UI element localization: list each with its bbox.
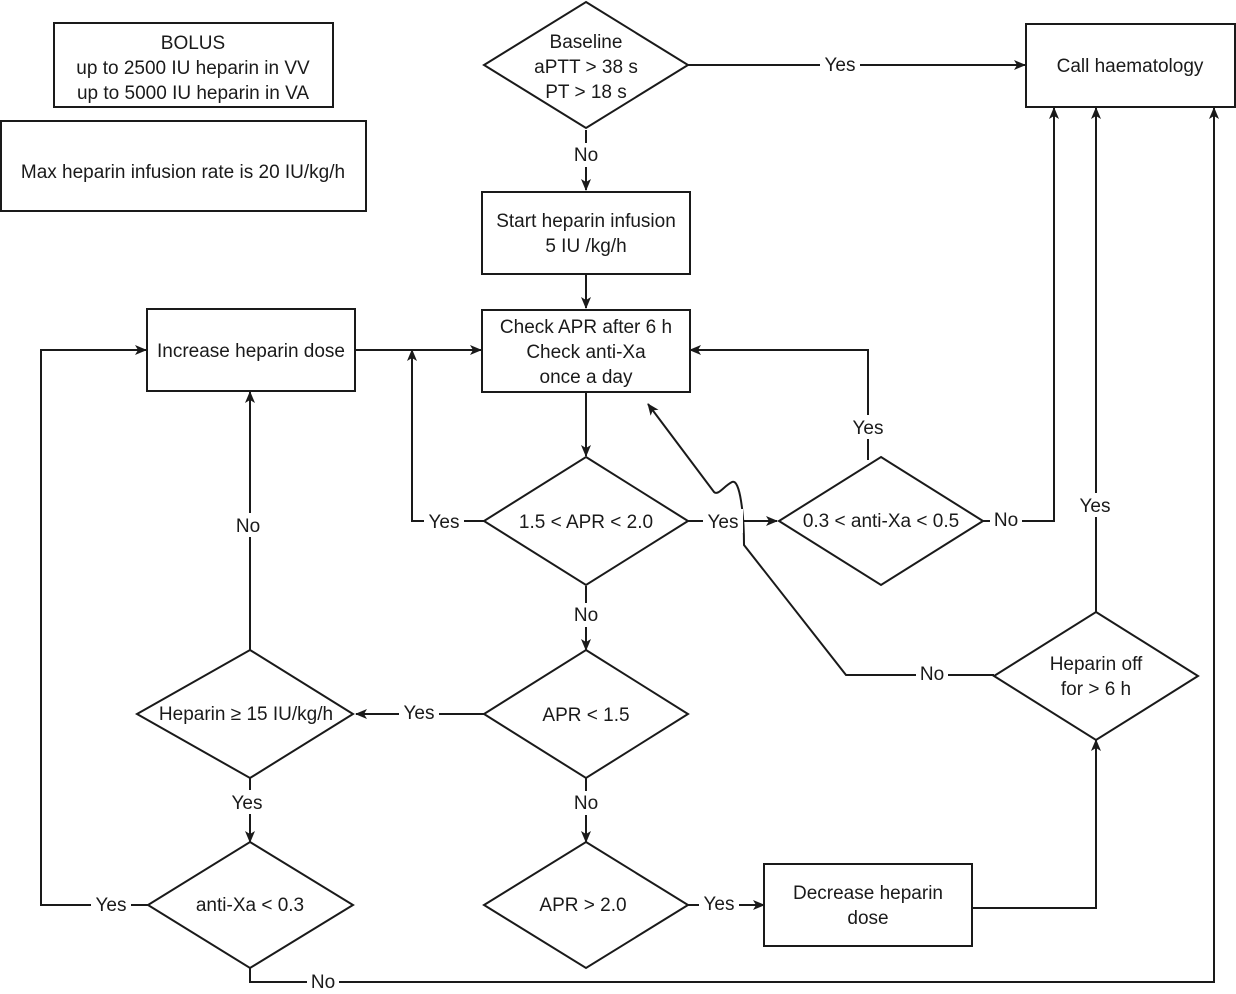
node-bolus (53, 22, 334, 108)
label-range-yes-right: Yes (708, 512, 739, 533)
node-apr-high-line-1: APR > 2.0 (539, 895, 626, 916)
label-high-yes: Yes (704, 894, 735, 915)
label-antixa-low-yes: Yes (96, 895, 127, 916)
label-range-yes-left: Yes (429, 512, 460, 533)
edge-antixa-range-yes (689, 345, 869, 460)
node-call-haematology-line-1: Call haematology (1057, 56, 1204, 77)
node-check-apr-line-2: Check anti-Xa (526, 342, 646, 363)
edge-antixa-low-no (249, 107, 1219, 983)
node-max-rate (0, 120, 367, 212)
label-baseline-yes: Yes (825, 55, 856, 76)
node-bolus-line-1: BOLUS (161, 33, 225, 54)
node-bolus-line-3: up to 5000 IU heparin in VA (77, 83, 309, 104)
label-antixa-range-no: No (994, 510, 1018, 531)
node-baseline-line-3: PT > 18 s (545, 82, 627, 103)
edge-decrease-to-off (972, 739, 1101, 909)
node-heparin-off-line-1: Heparin off (1050, 654, 1143, 675)
label-hep15-yes: Yes (232, 793, 263, 814)
label-antixa-low-no: No (311, 972, 335, 993)
node-apr-range (482, 455, 690, 587)
label-hep15-no: No (236, 516, 260, 537)
label-off-yes: Yes (1080, 496, 1111, 517)
node-call-haematology (1025, 23, 1236, 108)
node-check-apr-line-3: once a day (540, 367, 633, 388)
label-low-no: No (574, 793, 598, 814)
node-heparin-off-line-2: for > 6 h (1061, 679, 1131, 700)
label-antixa-range-yes: Yes (853, 418, 884, 439)
edge-antixa-low-yes (40, 345, 148, 906)
node-heparin-15 (134, 648, 355, 780)
label-range-no: No (574, 605, 598, 626)
edge-range-yes-left (407, 349, 484, 522)
node-max-rate-line-1: Max heparin infusion rate is 20 IU/kg/h (21, 162, 345, 183)
node-antixa-low (146, 840, 355, 970)
node-apr-high (482, 840, 690, 970)
node-heparin-15-line-1: Heparin ≥ 15 IU/kg/h (159, 704, 333, 725)
node-check-apr (481, 309, 691, 393)
edge-labels: Yes No Yes Yes Yes No No Yes No Yes Yes … (91, 53, 1115, 994)
node-baseline-line-1: Baseline (550, 32, 623, 53)
node-check-apr-line-1: Check APR after 6 h (500, 317, 672, 338)
node-baseline-line-2: aPTT > 38 s (534, 57, 638, 78)
node-apr-range-line-1: 1.5 < APR < 2.0 (519, 512, 653, 533)
node-decrease-dose-line-2: dose (847, 908, 888, 929)
node-start-infusion-line-1: Start heparin infusion (496, 211, 676, 232)
node-bolus-line-2: up to 2500 IU heparin in VV (76, 58, 310, 79)
node-decrease-dose (763, 863, 973, 947)
node-baseline (482, 0, 690, 130)
node-start-infusion (481, 191, 691, 275)
node-antixa-low-line-1: anti-Xa < 0.3 (196, 895, 304, 916)
label-low-yes: Yes (404, 703, 435, 724)
node-antixa-range (777, 455, 985, 587)
label-baseline-no: No (574, 145, 598, 166)
node-decrease-dose-line-1: Decrease heparin (793, 883, 943, 904)
edge-antixa-range-no (983, 107, 1059, 522)
node-start-infusion-line-2: 5 IU /kg/h (545, 236, 626, 257)
node-increase-dose-line-1: Increase heparin dose (157, 341, 345, 362)
node-apr-low-line-1: APR < 1.5 (542, 705, 629, 726)
node-antixa-range-line-1: 0.3 < anti-Xa < 0.5 (803, 511, 959, 532)
node-apr-low (482, 648, 690, 780)
edge-off-no (647, 403, 994, 676)
node-heparin-off (992, 610, 1200, 742)
node-increase-dose (146, 308, 356, 392)
nodes: BOLUS up to 2500 IU heparin in VV up to … (0, 0, 1236, 970)
label-off-no: No (920, 664, 944, 685)
